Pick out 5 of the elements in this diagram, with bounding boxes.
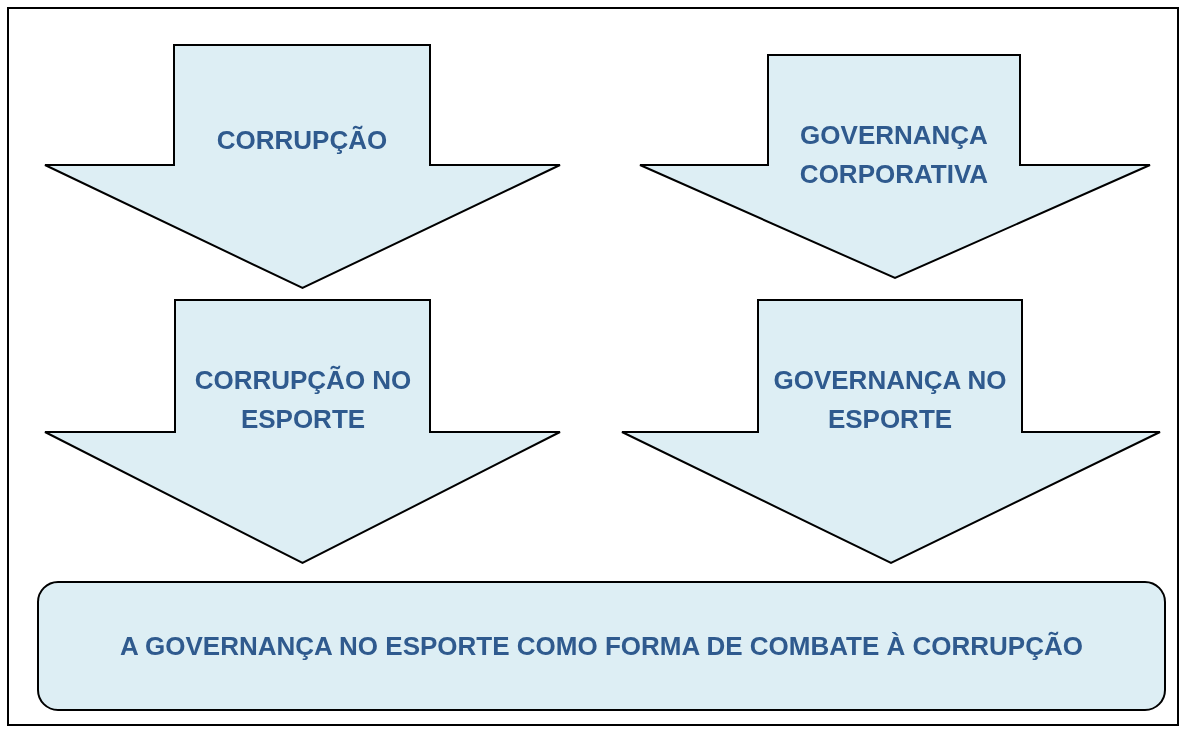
arrow-label: GOVERNANÇA NO ESPORTE <box>772 364 1008 436</box>
conclusion-text: A GOVERNANÇA NO ESPORTE COMO FORMA DE COMBATE À CORRUPÇÃO <box>119 629 1084 663</box>
arrow-label: CORRUPÇÃO NO ESPORTE <box>193 364 413 436</box>
arrow-label: GOVERNANÇA CORPORATIVA <box>798 119 990 191</box>
arrow-label: CORRUPÇÃO <box>215 123 389 157</box>
